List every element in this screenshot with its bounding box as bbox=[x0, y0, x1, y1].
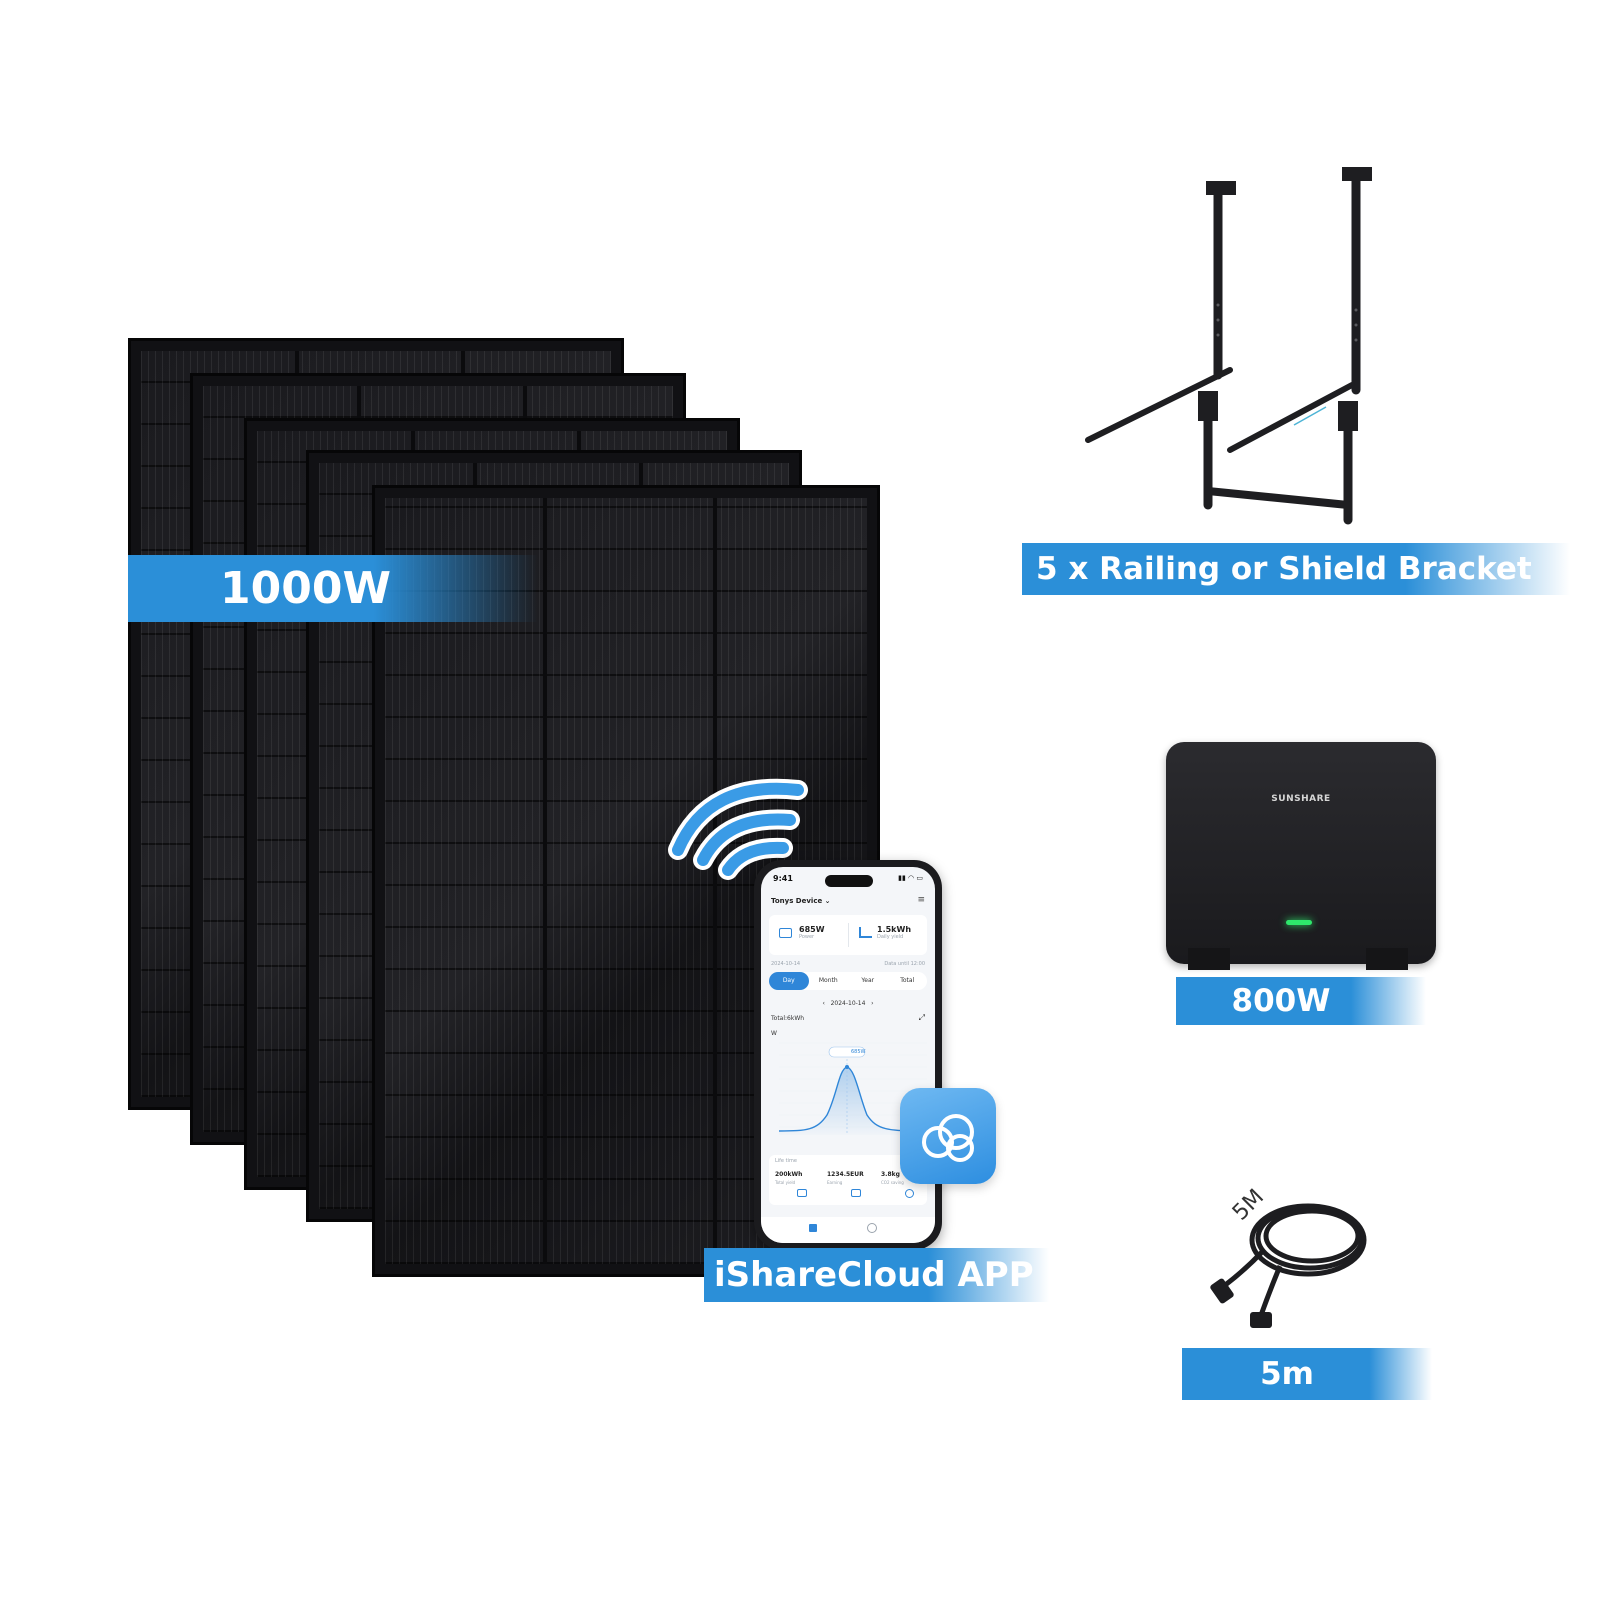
inverter-power-label: 800W bbox=[1176, 977, 1426, 1025]
period-tabs: Day Month Year Total bbox=[769, 972, 927, 990]
app-name-label: iShareCloud APP bbox=[704, 1248, 1049, 1302]
status-time: 9:41 bbox=[773, 874, 793, 883]
tab-day[interactable]: Day bbox=[769, 972, 809, 990]
tab-total[interactable]: Total bbox=[900, 977, 915, 984]
wifi-icon bbox=[668, 778, 808, 880]
expand-icon[interactable]: ⤢ bbox=[918, 1013, 925, 1022]
yield-badge-icon bbox=[797, 1189, 807, 1197]
home-nav-icon[interactable] bbox=[809, 1224, 817, 1232]
lifetime-yield-value: 200kWh bbox=[775, 1171, 803, 1178]
tab-year[interactable]: Year bbox=[861, 977, 875, 984]
power-curve-chart bbox=[778, 1042, 928, 1135]
earning-badge-icon bbox=[851, 1189, 861, 1197]
bottom-nav bbox=[761, 1217, 935, 1243]
lifetime-title: Life time bbox=[775, 1158, 797, 1164]
chart-tooltip: 685W bbox=[851, 1049, 866, 1055]
power-label: Power bbox=[799, 934, 815, 940]
smartphone: 9:41 ▮▮ ◠ ▭ Tonys Device ⌄ ≡ 685W Power … bbox=[754, 860, 942, 1250]
status-icons: ▮▮ ◠ ▭ bbox=[898, 874, 923, 882]
microinverter: SUNSHARE bbox=[1166, 742, 1436, 970]
profile-nav-icon[interactable] bbox=[867, 1223, 877, 1233]
total-yield: Total:6kWh bbox=[771, 1015, 805, 1022]
mounting-bracket bbox=[1085, 167, 1372, 525]
bracket-label: 5 x Railing or Shield Bracket bbox=[1022, 543, 1570, 595]
panels-power-label: 1000W bbox=[128, 555, 538, 622]
lifetime-earning-label: Earning bbox=[827, 1180, 843, 1185]
inverter-brand: SUNSHARE bbox=[1271, 794, 1331, 804]
power-icon bbox=[779, 928, 792, 938]
isharecloud-app-icon bbox=[900, 1088, 996, 1184]
yield-icon bbox=[859, 927, 872, 938]
cloud-icon bbox=[922, 1114, 974, 1162]
date-picker[interactable]: ‹ 2024-10-14 › bbox=[822, 1000, 874, 1007]
lifetime-yield-label: Total yield bbox=[775, 1180, 796, 1185]
chart-unit: W bbox=[771, 1030, 777, 1037]
power-cable bbox=[1210, 1203, 1367, 1328]
menu-icon[interactable]: ≡ bbox=[917, 895, 925, 905]
lifetime-co2-label: CO2 saving bbox=[881, 1180, 904, 1185]
cable-length-label: 5m bbox=[1182, 1348, 1432, 1400]
tab-month[interactable]: Month bbox=[818, 977, 838, 984]
data-until: Data until 12:00 bbox=[884, 961, 925, 967]
power-value: 685W bbox=[799, 925, 825, 934]
lifetime-earning-value: 1234.5EUR bbox=[827, 1171, 864, 1178]
lifetime-co2-value: 3.8kg bbox=[881, 1171, 900, 1178]
stats-card: 685W Power 1.5kWh Daily yield bbox=[769, 915, 927, 955]
co2-badge-icon bbox=[905, 1189, 914, 1198]
yield-value: 1.5kWh bbox=[877, 925, 912, 934]
yield-label: Daily yield bbox=[877, 934, 904, 940]
status-led bbox=[1286, 920, 1312, 925]
device-selector[interactable]: Tonys Device ⌄ bbox=[771, 897, 831, 905]
app-screen: 9:41 ▮▮ ◠ ▭ Tonys Device ⌄ ≡ 685W Power … bbox=[761, 867, 935, 1243]
date-small: 2024-10-14 bbox=[771, 961, 801, 967]
